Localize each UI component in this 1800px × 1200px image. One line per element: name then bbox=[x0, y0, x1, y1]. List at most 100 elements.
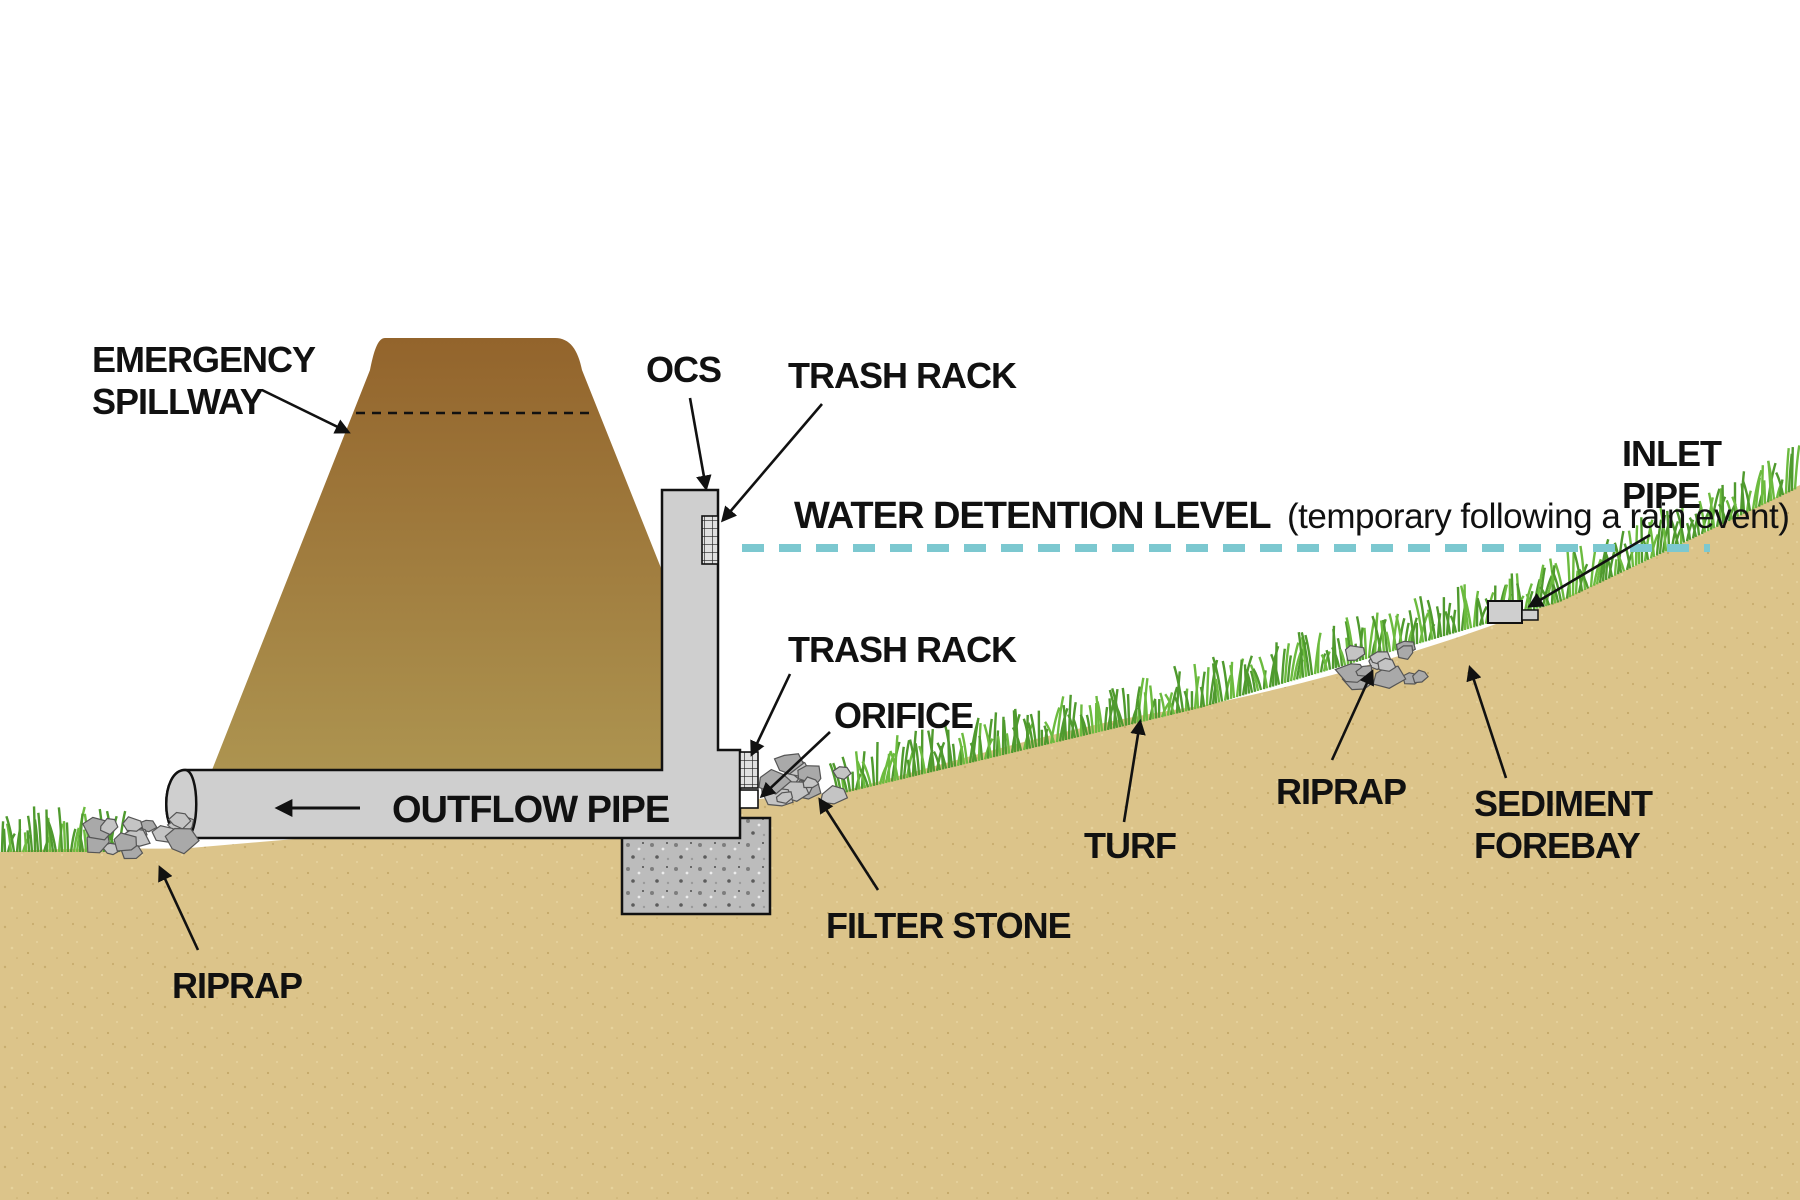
grass-blade bbox=[1688, 517, 1698, 538]
grass-blade bbox=[57, 807, 64, 853]
grass-blade bbox=[1319, 653, 1327, 673]
turf-label: TURF bbox=[1084, 825, 1176, 866]
grass-blade bbox=[1164, 693, 1176, 715]
grass-blade bbox=[1175, 671, 1181, 714]
grass-blade bbox=[1211, 663, 1218, 704]
grass-blade bbox=[1613, 559, 1618, 576]
grass-blade bbox=[1300, 632, 1311, 677]
grass-blade bbox=[1244, 668, 1254, 693]
grass-blade bbox=[1731, 496, 1740, 517]
grass-blade bbox=[1571, 552, 1575, 596]
grass-blade bbox=[969, 742, 978, 762]
grass-blade bbox=[1379, 620, 1386, 654]
grass-blade bbox=[1205, 667, 1210, 706]
grass-blade bbox=[1775, 472, 1785, 496]
grass-blade bbox=[1604, 559, 1609, 581]
grass-blade bbox=[1067, 713, 1077, 739]
grass-blade bbox=[23, 832, 28, 853]
emergency-spillway-arrow bbox=[261, 388, 351, 434]
grass-blade bbox=[1539, 586, 1551, 606]
riprap-rock bbox=[1412, 669, 1429, 684]
filter-stone-arrow bbox=[818, 797, 880, 891]
grass-blade bbox=[1221, 660, 1230, 700]
grass-blade bbox=[1648, 521, 1656, 558]
grass-blade bbox=[1270, 653, 1281, 685]
grass-blade bbox=[1029, 713, 1038, 748]
grass-blade bbox=[1211, 656, 1224, 702]
emergency-spillway-label: EMERGENCY SPILLWAY bbox=[92, 339, 323, 422]
grass-blade bbox=[1043, 725, 1050, 745]
grass-blade bbox=[889, 750, 900, 781]
trash-rack-bottom-label: TRASH RACK bbox=[788, 629, 1017, 670]
grass-blade bbox=[1784, 448, 1790, 494]
grass-blade bbox=[1169, 686, 1179, 716]
grass-blade bbox=[995, 730, 1000, 757]
grass-blade bbox=[936, 742, 948, 769]
riprap-rock bbox=[122, 816, 143, 832]
grass-blade bbox=[1153, 699, 1158, 719]
grass-blade bbox=[1408, 610, 1416, 646]
grass-blade bbox=[1014, 708, 1020, 752]
grass-blade bbox=[1658, 514, 1667, 555]
grass-blade bbox=[1598, 538, 1610, 583]
grass-blade bbox=[1694, 513, 1701, 536]
grass-blade bbox=[47, 822, 58, 853]
grass-blade bbox=[960, 732, 969, 764]
trash-rack-upper-arrow bbox=[720, 403, 823, 523]
grass-blade bbox=[1143, 692, 1149, 721]
riprap-rock bbox=[99, 817, 119, 836]
grass-blade bbox=[918, 745, 927, 774]
grass-blade bbox=[1709, 488, 1721, 530]
grass-blade bbox=[1685, 522, 1692, 540]
grass-blade bbox=[1444, 610, 1452, 635]
grass-blade bbox=[1751, 469, 1763, 510]
riprap-rock bbox=[1396, 645, 1414, 660]
grass-blade bbox=[1096, 701, 1104, 732]
inlet-pipe-arrow bbox=[1527, 533, 1651, 608]
grass-blade bbox=[45, 816, 55, 853]
grass-blade bbox=[1112, 701, 1125, 727]
grass-blade bbox=[899, 746, 905, 780]
grass-blade bbox=[1426, 599, 1437, 639]
grass-blade bbox=[26, 830, 31, 853]
grass-blade bbox=[1449, 615, 1458, 633]
grass-blade bbox=[1574, 570, 1579, 595]
grass-blade bbox=[1280, 648, 1286, 684]
grass-blade bbox=[1095, 695, 1101, 733]
grass-blade bbox=[82, 829, 88, 853]
grass-blade bbox=[1427, 609, 1434, 640]
grass-blade bbox=[1740, 483, 1746, 514]
grass-blade bbox=[1332, 628, 1338, 669]
grass-blade bbox=[1659, 507, 1668, 552]
grass-blade bbox=[1316, 643, 1320, 674]
grass-blade bbox=[1126, 693, 1131, 725]
grass-blade bbox=[914, 743, 921, 776]
orifice-arrow bbox=[759, 731, 831, 799]
grass-blade bbox=[1456, 586, 1461, 632]
grass-blade bbox=[1707, 492, 1716, 529]
grass-blade bbox=[1149, 685, 1155, 720]
grass-blade bbox=[1249, 664, 1260, 692]
grass-blade bbox=[1208, 659, 1219, 706]
inlet-pipe-label: INLET PIPE bbox=[1622, 433, 1730, 516]
grass-blade bbox=[1011, 726, 1023, 752]
grass-blade bbox=[1320, 653, 1329, 671]
grass-blade bbox=[1566, 551, 1572, 598]
turf-arrow bbox=[1122, 718, 1146, 823]
grass-blade bbox=[1103, 706, 1109, 731]
grass-blade bbox=[1243, 664, 1248, 695]
grass-blade bbox=[861, 760, 873, 787]
grass-blade bbox=[1331, 646, 1341, 668]
grass-blade bbox=[1451, 609, 1457, 634]
grass-blade bbox=[1252, 668, 1263, 691]
grass-blade bbox=[1289, 642, 1300, 682]
grass-blade bbox=[893, 735, 899, 781]
sediment-forebay-arrow bbox=[1466, 665, 1508, 779]
grass-blade bbox=[1766, 460, 1776, 500]
grass-blade bbox=[1725, 499, 1734, 520]
grass-blade bbox=[1238, 659, 1243, 697]
grass-blade bbox=[1005, 733, 1011, 754]
grass-blade bbox=[62, 821, 67, 853]
grass-blade bbox=[1173, 695, 1182, 714]
